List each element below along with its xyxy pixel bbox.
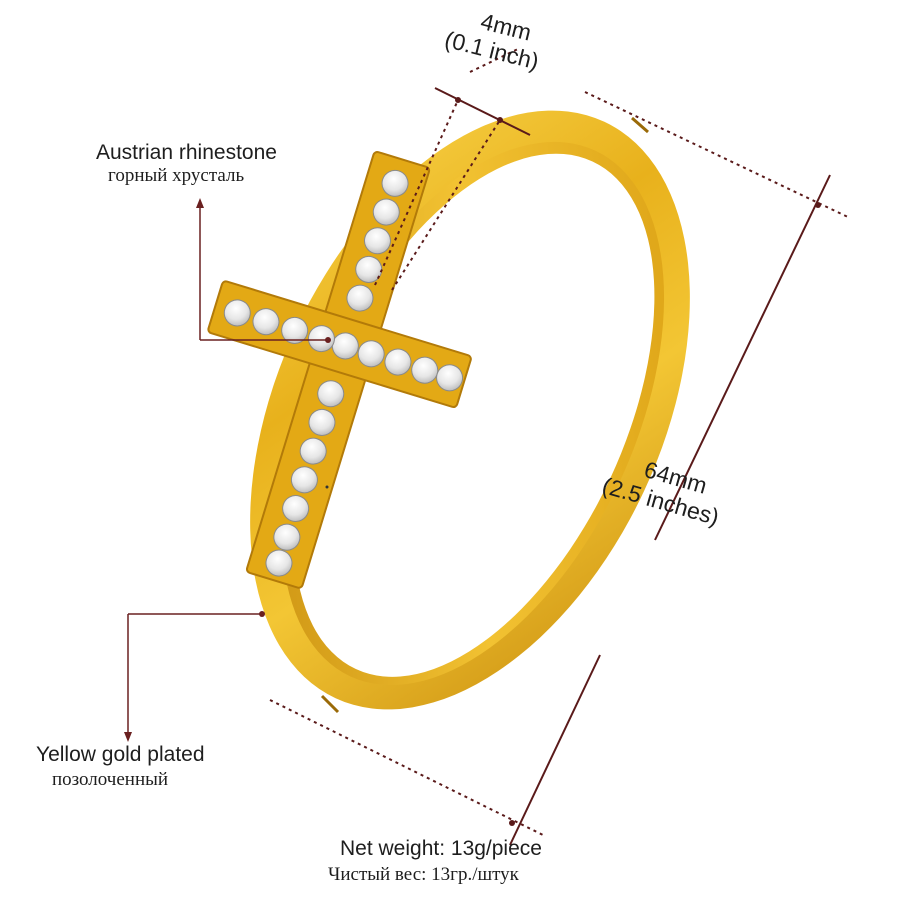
width-marker-left (455, 97, 461, 103)
weight-label-ru: Чистый вес: 13гр./штук (328, 864, 519, 885)
rhinestone-leader-dot (325, 337, 331, 343)
plating-label-ru: позолоченный (52, 769, 169, 790)
rhinestone-label-ru: горный хрусталь (108, 165, 245, 186)
rhinestone-label-en: Austrian rhinestone (96, 141, 277, 164)
rhinestones (223, 169, 464, 577)
rhinestone-leader (196, 198, 330, 341)
plating-leader-dot (259, 611, 265, 617)
plating-label-en: Yellow gold plated (36, 743, 205, 766)
diameter-dimension-guides (269, 91, 851, 846)
plating-leader (124, 613, 262, 742)
center-dot (325, 485, 329, 489)
diameter-marker-top (815, 202, 821, 208)
weight-label-en: Net weight: 13g/piece (340, 837, 542, 860)
diameter-marker-bottom (509, 820, 515, 826)
hinge-bottom (320, 694, 340, 714)
width-marker-right (497, 117, 503, 123)
hinge-top (631, 116, 649, 134)
cross-charm (207, 150, 472, 589)
width-dimension-guides (374, 47, 531, 291)
